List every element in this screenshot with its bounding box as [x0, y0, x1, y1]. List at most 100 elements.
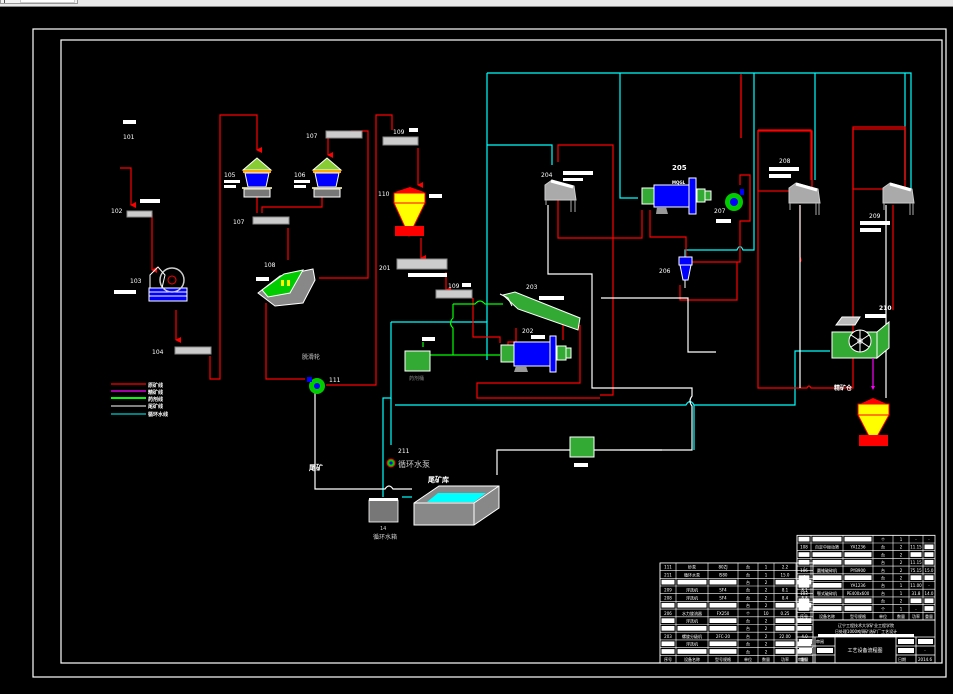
- bom-left-blank-cell: [661, 618, 675, 623]
- label-106: 106: [294, 172, 306, 179]
- bom-right-cell: YA1236: [849, 583, 866, 588]
- belt-conveyor-109-top[interactable]: [382, 136, 419, 146]
- concentrate-bin[interactable]: [857, 398, 890, 446]
- vibrating-screen-108[interactable]: [257, 268, 316, 307]
- reagent-tank[interactable]: [404, 350, 431, 372]
- bom-left-cell: 台: [746, 564, 750, 570]
- label-208: 208: [779, 158, 791, 165]
- tailings-pond[interactable]: [413, 485, 500, 526]
- bom-right-cell: 31.8: [912, 591, 921, 596]
- hydrocyclone-206[interactable]: [678, 256, 693, 288]
- belt-feeder-201[interactable]: [396, 258, 448, 270]
- flotation-cell-208[interactable]: [788, 182, 821, 215]
- legend-label-water: 循环水线: [148, 411, 168, 418]
- label-207: 207: [714, 208, 726, 215]
- belt-conveyor-104[interactable]: [174, 346, 212, 355]
- title-review-label: 审核: [798, 656, 806, 662]
- title-project: 日处理1000吨铜矿选矿厂工艺设计: [835, 628, 897, 634]
- bom-right-cell: 2: [900, 552, 903, 557]
- title-date: 2014.6: [918, 657, 932, 662]
- reagent-tank-2[interactable]: [569, 436, 595, 458]
- bom-right-cell: 序号: [800, 613, 808, 619]
- bom-right-cell: 1: [900, 591, 903, 596]
- tag-203: [539, 296, 564, 300]
- bom-left-blank-cell: [797, 626, 812, 631]
- label-reagent-tank: 药剂桶: [409, 375, 424, 382]
- bom-left-cell: -: [804, 572, 806, 577]
- tag-210: [865, 314, 886, 318]
- tag-105b: [224, 185, 236, 188]
- bom-left-header-row: 序号设备名称型号规格单位数量功率重量: [660, 654, 813, 662]
- bom-left-blank-cell: [677, 626, 707, 631]
- bom-left-blank-cell: [677, 579, 707, 585]
- bom-right-blank-cell: [798, 606, 810, 611]
- filter-210[interactable]: [831, 316, 890, 360]
- title-cell-6: [898, 648, 914, 653]
- tag-106a: [294, 180, 310, 183]
- title-cell-2: [799, 648, 812, 653]
- bom-right-blank-cell: [844, 559, 872, 565]
- cone-crusher-106[interactable]: [311, 157, 343, 198]
- label-110: 110: [378, 191, 390, 198]
- bom-left-blank-cell: [775, 626, 795, 631]
- bom-left-cell: 80ZJ: [718, 565, 727, 570]
- bom-left-blank-cell: [709, 579, 737, 585]
- bom-right-cell: 数量: [897, 613, 905, 619]
- bom-left-cell: 211: [664, 572, 672, 577]
- bom-left-cell: 2: [765, 634, 768, 639]
- bom-left-cell: 台: [746, 625, 750, 631]
- label-water-tank-no: 14: [380, 526, 386, 532]
- bom-left-cell: 台: [746, 618, 750, 624]
- tag-101: [123, 120, 136, 124]
- powder-bin-110[interactable]: [393, 187, 426, 238]
- jaw-crusher-103[interactable]: [148, 266, 188, 302]
- tag-209b: [860, 228, 881, 232]
- bom-left-blank-cell: [775, 649, 795, 654]
- bom-right-cell: 颚式破碎机: [817, 590, 837, 596]
- circulating-pump-211[interactable]: [386, 458, 396, 468]
- flotation-cell-204[interactable]: [544, 179, 577, 212]
- bom-right-cell: -: [928, 537, 930, 542]
- belt-conveyor-107[interactable]: [252, 216, 290, 225]
- slurry-pump-207[interactable]: [725, 189, 744, 211]
- bom-left-cell: 台: [746, 641, 750, 647]
- bom-left-cell: 209: [664, 588, 672, 593]
- bom-right-blank-cell: [798, 598, 810, 604]
- bom-left-cell: 功率: [781, 656, 789, 662]
- bom-left-blank-cell: [797, 618, 812, 623]
- ball-mill-205[interactable]: [641, 177, 712, 215]
- bom-right-cell: 圆锥破碎机: [817, 567, 837, 573]
- tag-208a: [769, 167, 799, 171]
- sand-pump-111[interactable]: [307, 377, 325, 394]
- bom-left-cell: 203: [664, 634, 672, 639]
- bom-left-cell: 1: [765, 572, 768, 577]
- label-211: 211: [398, 448, 410, 455]
- app-toolbar: [0, 0, 953, 7]
- bom-left-cell: 2: [765, 588, 768, 593]
- flotation-cell-209[interactable]: [882, 182, 915, 215]
- circulating-water-tank[interactable]: [368, 498, 399, 523]
- bom-left-blank-cell: [661, 626, 675, 631]
- belt-conveyor-107-top[interactable]: [325, 130, 363, 139]
- bom-left-cell: -: [804, 611, 806, 616]
- bom-right-cell: 14.0: [925, 591, 934, 596]
- bom-right-cell: 11.15: [910, 560, 922, 565]
- bom-left-cell: 浮选机: [686, 641, 698, 647]
- cone-crusher-105[interactable]: [241, 157, 273, 198]
- bom-right-cell: 2: [900, 560, 903, 565]
- belt-conveyor-109-low[interactable]: [435, 289, 473, 299]
- bom-left-blank-cell: [797, 579, 812, 585]
- bom-left-cell: 台: [746, 648, 750, 654]
- concentrate-arrow: [871, 386, 875, 390]
- ball-mill-202[interactable]: [500, 335, 572, 373]
- spiral-classifier-203[interactable]: [499, 291, 581, 331]
- command-field[interactable]: [20, 0, 75, 3]
- bom-right-blank-cell: [812, 606, 842, 611]
- belt-conveyor-102[interactable]: [126, 210, 153, 218]
- title-date-label: 日期: [898, 656, 906, 662]
